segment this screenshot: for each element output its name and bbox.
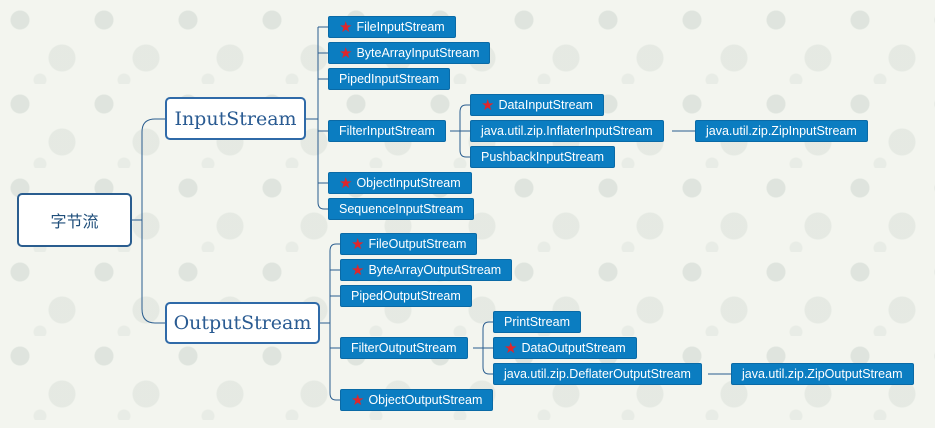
node-label: SequenceInputStream — [339, 202, 464, 216]
star-icon: ★ — [351, 261, 365, 279]
node-objectoutputstream[interactable]: ★ ObjectOutputStream — [340, 389, 494, 411]
node-label: PipedInputStream — [339, 72, 440, 86]
connector-inputstream — [306, 26, 328, 210]
inputstream-node[interactable]: InputStream — [165, 97, 306, 140]
node-label: ObjectInputStream — [356, 176, 461, 190]
node-zipinputstream[interactable]: java.util.zip.ZipInputStream — [695, 120, 868, 142]
node-objectinputstream[interactable]: ★ ObjectInputStream — [328, 172, 472, 194]
node-label: FilterOutputStream — [351, 341, 457, 355]
node-fileinputstream[interactable]: ★ FileInputStream — [328, 16, 456, 38]
node-sequenceinputstream[interactable]: SequenceInputStream — [328, 198, 475, 220]
node-label: java.util.zip.DeflaterOutputStream — [504, 367, 691, 381]
outputstream-label: OutputStream — [173, 312, 312, 334]
node-label: DataOutputStream — [521, 341, 626, 355]
node-label: java.util.zip.InflaterInputStream — [481, 124, 653, 138]
node-label: FilterInputStream — [339, 124, 435, 138]
star-icon: ★ — [351, 391, 365, 409]
node-label: java.util.zip.ZipInputStream — [706, 124, 857, 138]
star-icon: ★ — [351, 235, 365, 253]
root-label: 字节流 — [50, 212, 99, 231]
star-icon: ★ — [339, 18, 353, 36]
node-deflateroutputstream[interactable]: java.util.zip.DeflaterOutputStream — [493, 363, 702, 385]
connector-filteroutputstream — [473, 321, 493, 375]
node-label: PipedOutputStream — [351, 289, 461, 303]
connector-root — [132, 118, 165, 324]
node-pipedoutputstream[interactable]: PipedOutputStream — [340, 285, 472, 307]
node-bytearrayinputstream[interactable]: ★ ByteArrayInputStream — [328, 42, 491, 64]
node-label: ObjectOutputStream — [368, 393, 483, 407]
node-zipoutputstream[interactable]: java.util.zip.ZipOutputStream — [731, 363, 914, 385]
node-pipedinputstream[interactable]: PipedInputStream — [328, 68, 451, 90]
node-label: ByteArrayOutputStream — [368, 263, 502, 277]
node-fileoutputstream[interactable]: ★ FileOutputStream — [340, 233, 478, 255]
inputstream-label: InputStream — [174, 107, 297, 130]
node-label: FileInputStream — [356, 20, 445, 34]
node-datainputstream[interactable]: ★ DataInputStream — [470, 94, 604, 116]
root-node[interactable]: 字节流 — [17, 193, 132, 247]
star-icon: ★ — [504, 339, 518, 357]
node-filterinputstream[interactable]: FilterInputStream — [328, 120, 446, 142]
outputstream-node[interactable]: OutputStream — [165, 302, 320, 344]
node-label: DataInputStream — [498, 98, 593, 112]
node-filteroutputstream[interactable]: FilterOutputStream — [340, 337, 468, 359]
node-label: ByteArrayInputStream — [356, 46, 480, 60]
node-inflaterinputstream[interactable]: java.util.zip.InflaterInputStream — [470, 120, 664, 142]
node-dataoutputstream[interactable]: ★ DataOutputStream — [493, 337, 637, 359]
node-label: PushbackInputStream — [481, 150, 604, 164]
node-printstream[interactable]: PrintStream — [493, 311, 581, 333]
connector-filterinputstream — [450, 104, 470, 158]
star-icon: ★ — [339, 174, 353, 192]
node-label: java.util.zip.ZipOutputStream — [742, 367, 903, 381]
node-bytearrayoutputstream[interactable]: ★ ByteArrayOutputStream — [340, 259, 513, 281]
star-icon: ★ — [481, 96, 495, 114]
star-icon: ★ — [339, 44, 353, 62]
node-pushbackinputstream[interactable]: PushbackInputStream — [470, 146, 615, 168]
node-label: FileOutputStream — [368, 237, 467, 251]
connector-outputstream — [320, 243, 340, 401]
node-label: PrintStream — [504, 315, 570, 329]
